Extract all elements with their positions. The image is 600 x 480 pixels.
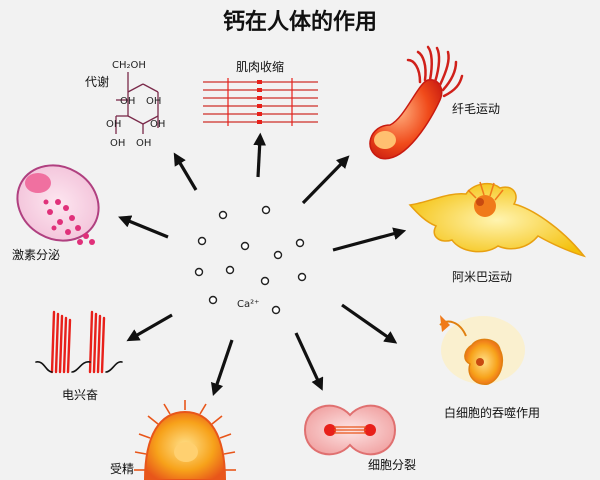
ion: [197, 236, 207, 246]
ion: [273, 250, 283, 260]
secretory-cell-icon: [16, 164, 100, 245]
ion: [271, 305, 281, 315]
ion: [260, 276, 270, 286]
ion: [225, 265, 235, 275]
ion: [218, 210, 228, 220]
label-hormone-secretion: 激素分泌: [12, 248, 61, 262]
egg-cell-icon: [134, 400, 236, 480]
molecule-label: OH: [110, 138, 125, 149]
arrow-muscle: [253, 132, 267, 178]
arrows: [118, 132, 407, 397]
ion: [208, 295, 218, 305]
arrow-electric: [126, 313, 173, 342]
ion: [240, 241, 250, 251]
phagocyte-icon: [439, 315, 525, 385]
molecule-label: OH: [150, 119, 165, 130]
glucose-molecule-icon: [115, 72, 159, 134]
arrow-amoeba: [332, 227, 407, 252]
arrow-division: [294, 332, 324, 391]
molecule-label: OH: [106, 119, 121, 130]
ion: [261, 205, 271, 215]
label-phagocytosis: 白细胞的吞噬作用: [444, 406, 541, 420]
glucose-labels: CH₂OH OH OH OH OH OH OH: [106, 60, 165, 149]
label-cell-division: 细胞分裂: [368, 458, 417, 472]
dividing-cell-icon: [303, 404, 397, 456]
diagram-title: 钙在人体的作用: [222, 10, 377, 35]
muscle-fiber-icon: [203, 78, 318, 126]
ion: [295, 238, 305, 248]
arrow-phago: [341, 303, 398, 344]
calcium-label: Ca²⁺: [237, 299, 259, 310]
arrow-hormone: [118, 215, 169, 239]
label-amoeboid-movement: 阿米巴运动: [452, 270, 513, 284]
amoeba-icon: [408, 181, 587, 258]
arrow-cilia: [301, 155, 350, 205]
arrow-metabolism: [173, 152, 198, 191]
label-fertilization: 受精: [110, 462, 135, 476]
label-metabolism: 代谢: [85, 75, 110, 89]
molecule-label: OH: [120, 96, 135, 107]
molecule-label: CH₂OH: [112, 60, 146, 71]
ion: [194, 267, 204, 277]
calcium-ions: [194, 205, 307, 315]
molecule-label: OH: [136, 138, 151, 149]
label-electrical-excitation: 电兴奋: [62, 388, 99, 402]
label-cilia-movement: 纤毛运动: [452, 102, 501, 116]
arrow-fert: [211, 339, 234, 397]
ciliated-cell-icon: [369, 45, 464, 160]
label-muscle-contraction: 肌肉收缩: [236, 60, 285, 74]
ion: [297, 272, 307, 282]
action-potential-icon: [35, 310, 123, 374]
molecule-label: OH: [146, 96, 161, 107]
